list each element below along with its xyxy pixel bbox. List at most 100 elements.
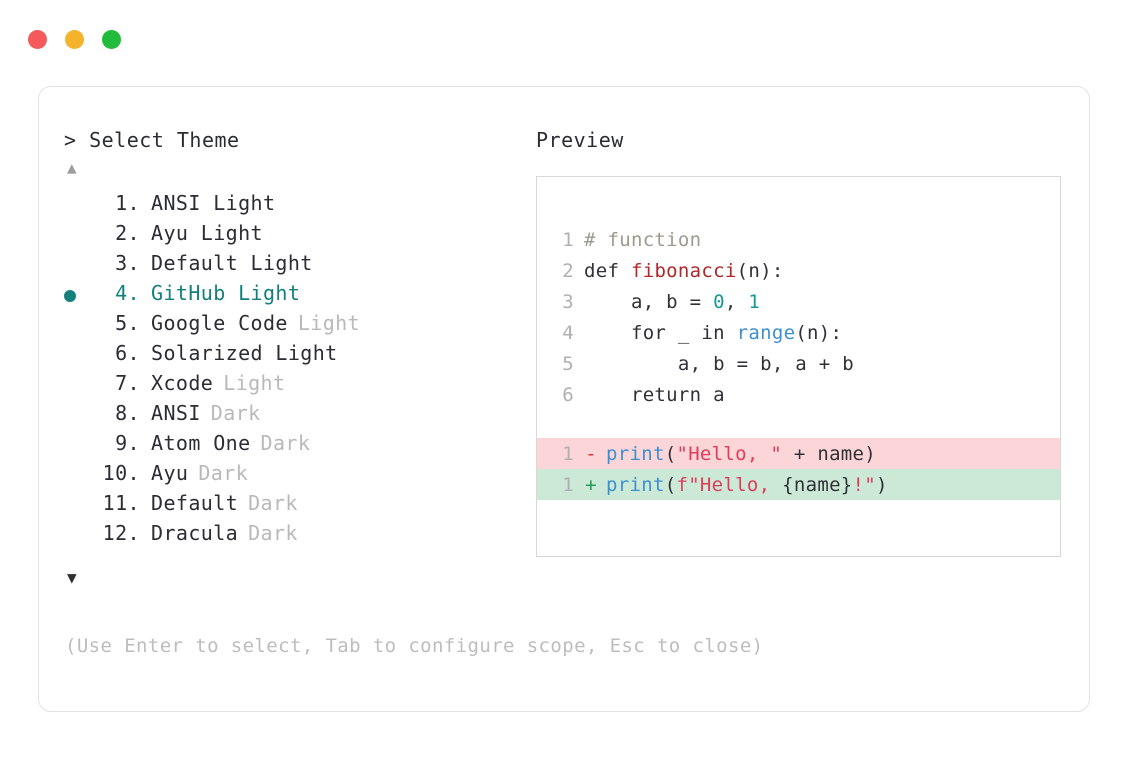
code-token: # function	[584, 228, 702, 251]
code-token: fibonacci	[630, 259, 737, 282]
preview-label: Preview	[536, 128, 624, 152]
selection-bullet-cell	[64, 521, 94, 551]
theme-item-index: 3.	[115, 251, 140, 275]
code-token: (n):	[795, 321, 843, 344]
theme-item-index: 5.	[115, 311, 140, 335]
selection-bullet-cell	[64, 341, 94, 371]
theme-selector-card: > Select Theme ▲ 1. ANSI Light 2. Ayu Light…	[38, 86, 1090, 712]
theme-list-item[interactable]: 12. Dracula Dark	[64, 521, 534, 551]
line-number: 4	[562, 321, 574, 344]
maximize-dot[interactable]	[102, 30, 121, 49]
code-spacer	[537, 410, 1060, 438]
theme-list-item[interactable]: 4.GitHub Light	[64, 281, 534, 311]
code-text: print(f"Hello, {name}!")	[606, 474, 888, 496]
theme-item-variant: Light	[223, 371, 286, 395]
theme-list-item[interactable]: 1. ANSI Light	[64, 191, 534, 221]
code-token: 0	[713, 290, 725, 313]
code-line: 4 for _ in range(n):	[537, 317, 1060, 348]
code-token: a, b =	[584, 290, 714, 313]
code-token: + name)	[782, 442, 877, 465]
theme-item-index: 9.	[115, 431, 140, 455]
code-token: !"	[852, 473, 877, 496]
selection-bullet-cell	[64, 401, 94, 431]
theme-item-index: 12.	[102, 521, 140, 545]
theme-item-name: Xcode	[151, 371, 214, 395]
theme-list-item[interactable]: 3. Default Light	[64, 251, 534, 281]
code-text: return a	[584, 384, 725, 406]
code-line: 6 return a	[537, 379, 1060, 410]
theme-list-item[interactable]: 2. Ayu Light	[64, 221, 534, 251]
theme-item-name: ANSI Light	[151, 191, 276, 215]
theme-item-index: 10.	[102, 461, 140, 485]
selection-bullet-cell	[64, 251, 94, 281]
code-text: for _ in range(n):	[584, 322, 842, 344]
theme-item-index: 1.	[115, 191, 140, 215]
theme-list-item[interactable]: 8. ANSI Dark	[64, 401, 534, 431]
theme-item-name: Solarized Light	[151, 341, 338, 365]
code-token: f"Hello,	[676, 473, 783, 496]
code-text: print("Hello, " + name)	[606, 443, 876, 465]
code-token: (	[664, 473, 677, 496]
selection-bullet-cell	[64, 191, 94, 221]
code-line: 3 a, b = 0, 1	[537, 286, 1060, 317]
code-token: for _ in	[584, 321, 737, 344]
theme-item-name: Ayu Light	[151, 221, 263, 245]
diff-removed-line: 1-print("Hello, " + name)	[537, 438, 1060, 469]
line-number: 1	[562, 228, 574, 251]
selection-bullet-cell	[64, 431, 94, 461]
diff-minus-sign: -	[585, 442, 597, 465]
code-token: 1	[748, 290, 761, 313]
theme-item-variant: Dark	[248, 491, 298, 515]
code-text: # function	[584, 229, 701, 251]
theme-list-item[interactable]: 6. Solarized Light	[64, 341, 534, 371]
code-token: ,	[724, 290, 749, 313]
code-text: a, b = b, a + b	[584, 353, 854, 375]
preview-panel: Preview 1 # function 2 def fibonacci(n): 3 a…	[536, 127, 1066, 557]
line-number: 3	[562, 290, 574, 313]
theme-item-index: 4.	[115, 281, 140, 305]
theme-item-name: Default Light	[151, 251, 313, 275]
selection-bullet-cell	[64, 221, 94, 251]
code-token: {name}	[782, 473, 853, 496]
theme-item-name: Atom One	[151, 431, 251, 455]
minimize-dot[interactable]	[65, 30, 84, 49]
theme-list: 1. ANSI Light 2. Ayu Light 3. Default Light 4.…	[64, 191, 534, 551]
theme-list-item[interactable]: 7. Xcode Light	[64, 371, 534, 401]
theme-item-variant: Dark	[198, 461, 249, 485]
theme-item-variant: Dark	[210, 401, 261, 425]
diff-plus-sign: +	[585, 473, 597, 496]
scroll-up-arrow-icon[interactable]: ▲	[67, 158, 77, 177]
theme-item-name: ANSI	[151, 401, 201, 425]
close-dot[interactable]	[28, 30, 47, 49]
theme-item-variant: Dark	[248, 521, 298, 545]
code-token: print	[606, 473, 665, 496]
line-number: 6	[562, 383, 574, 406]
selector-prompt: > Select Theme	[64, 128, 240, 152]
window-titlebar	[28, 30, 121, 49]
code-token: (n):	[736, 259, 784, 282]
theme-item-variant: Light	[297, 311, 361, 335]
code-token: print	[606, 442, 665, 465]
code-token: range	[736, 321, 796, 344]
theme-item-index: 8.	[115, 401, 140, 425]
code-token: "Hello, "	[676, 442, 783, 465]
theme-item-index: 7.	[115, 371, 140, 395]
selection-bullet-cell	[64, 461, 94, 491]
theme-item-index: 6.	[115, 341, 140, 365]
scroll-down-arrow-icon[interactable]: ▼	[67, 568, 77, 587]
line-number: 1	[562, 442, 574, 465]
theme-item-index: 2.	[115, 221, 140, 245]
code-line: 5 a, b = b, a + b	[537, 348, 1060, 379]
code-text: def fibonacci(n):	[584, 260, 784, 282]
code-token: return a	[584, 383, 725, 406]
selection-bullet-cell	[64, 311, 94, 341]
selection-bullet-cell	[64, 371, 94, 401]
theme-item-name: Dracula	[151, 521, 239, 545]
code-token: )	[876, 473, 888, 496]
line-number: 2	[562, 259, 574, 282]
theme-selector-panel: > Select Theme ▲ 1. ANSI Light 2. Ayu Light…	[64, 127, 534, 589]
